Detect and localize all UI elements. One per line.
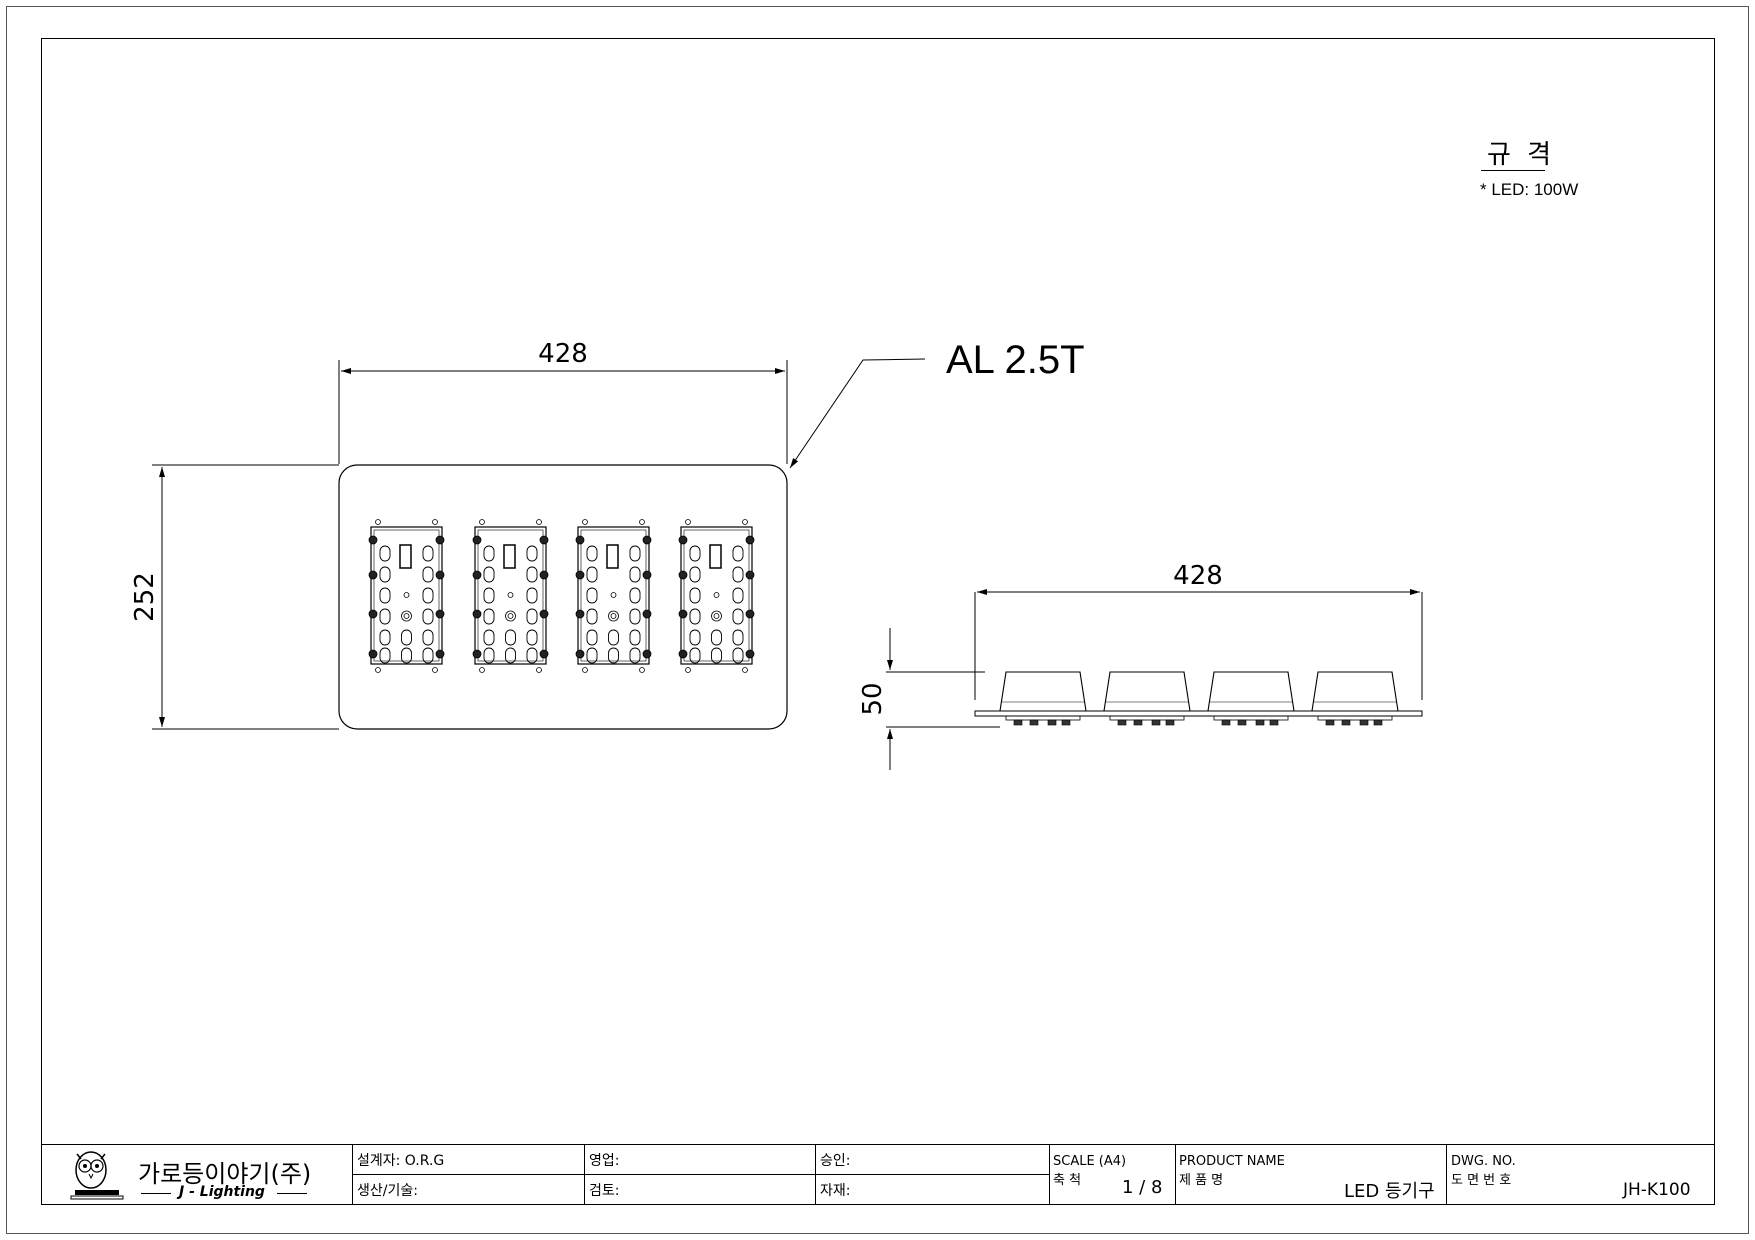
scale-label: SCALE (A4) — [1053, 1154, 1127, 1169]
side-width-dim-text: 428 — [1173, 561, 1223, 591]
tb-scale-cell: SCALE (A4) 축 척 1 / 8 — [1050, 1145, 1176, 1205]
spec-underline — [1481, 170, 1545, 171]
side-lens-4 — [1311, 671, 1399, 726]
scale-value: 1 / 8 — [1122, 1177, 1163, 1198]
dwg-label: DWG. NO. — [1451, 1154, 1516, 1169]
tb-row-divider — [353, 1174, 1050, 1175]
led-module-2 — [472, 519, 549, 673]
tb-sales-cell: 영업: 검토: — [585, 1145, 816, 1205]
material-leader — [789, 358, 926, 469]
brand-name: J - Lighting — [179, 1184, 265, 1200]
material-field-label: 자재: — [820, 1183, 851, 1199]
led-modules — [368, 519, 755, 673]
owl-logo-icon — [70, 1151, 124, 1200]
front-plate — [338, 464, 788, 730]
sheet-inner-border — [41, 38, 1715, 1205]
front-height-dim-text: 252 — [130, 572, 160, 622]
side-lens-2 — [1103, 671, 1191, 726]
material-label: AL 2.5T — [946, 338, 1085, 382]
approval-label: 승인: — [820, 1153, 851, 1169]
tb-dwg-cell: DWG. NO. 도 면 번 호 JH-K100 — [1447, 1145, 1715, 1205]
product-kr-label: 제 품 명 — [1179, 1173, 1224, 1188]
brand-line-right — [277, 1193, 307, 1194]
brand-line-left — [141, 1193, 171, 1194]
product-value: LED 등기구 — [1344, 1181, 1435, 1202]
side-height-dim-text: 50 — [858, 682, 888, 715]
dwg-value: JH-K100 — [1623, 1180, 1691, 1200]
designer-label: 설계자: O.R.G — [357, 1153, 445, 1169]
spec-title: 규 격 — [1487, 140, 1556, 170]
led-module-3 — [575, 519, 652, 673]
company-name: 가로등이야기(주) — [138, 1160, 312, 1188]
review-label: 검토: — [589, 1183, 620, 1199]
spec-item: * LED: 100W — [1480, 180, 1579, 199]
front-width-dim-text: 428 — [538, 339, 588, 369]
product-label: PRODUCT NAME — [1179, 1154, 1285, 1169]
tb-product-cell: PRODUCT NAME 제 품 명 LED 등기구 — [1176, 1145, 1447, 1205]
side-lens-1 — [999, 671, 1087, 726]
side-lenses — [999, 671, 1399, 726]
tb-design-cell: 설계자: O.R.G 생산/기술: — [353, 1145, 585, 1205]
side-plate — [974, 710, 1423, 717]
production-label: 생산/기술: — [357, 1183, 418, 1199]
scale-kr-label: 축 척 — [1053, 1173, 1082, 1188]
tb-logo-cell: 가로등이야기(주) J - Lighting — [41, 1145, 353, 1205]
sheet-outer-border — [6, 6, 1749, 1234]
led-module-1 — [368, 519, 445, 673]
title-block: 가로등이야기(주) J - Lighting 설계자: O.R.G 생산/기술:… — [41, 1144, 1715, 1205]
sales-label: 영업: — [589, 1153, 620, 1169]
side-lens-3 — [1207, 671, 1295, 726]
led-module-4 — [678, 519, 755, 673]
tb-approval-cell: 승인: 자재: — [816, 1145, 1050, 1205]
dwg-kr-label: 도 면 번 호 — [1451, 1173, 1512, 1188]
